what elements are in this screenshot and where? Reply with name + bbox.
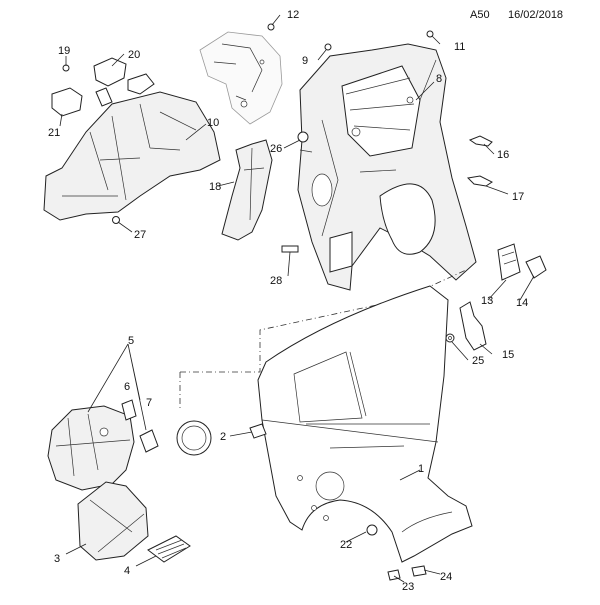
- part-fuel-door-2: [176, 420, 267, 456]
- part-bracket-15: [459, 301, 487, 351]
- part-plug-22: [366, 524, 378, 536]
- part-vent-4: [147, 535, 191, 563]
- callout-14: 14: [516, 297, 528, 309]
- callouts: 1 2 3 4 5 6 7 8 9 10 11 12 13 14 15 16 1…: [48, 9, 528, 593]
- diagram-code: A50: [470, 9, 490, 21]
- callout-1: 1: [418, 463, 424, 475]
- reference-panel-ghost: [199, 31, 283, 125]
- callout-12: 12: [287, 9, 299, 21]
- part-clip-27: [112, 216, 120, 224]
- part-clip-24: [411, 565, 427, 577]
- part-clip-12: [267, 23, 275, 31]
- part-panel-3: [77, 481, 149, 561]
- callout-24: 24: [440, 571, 452, 583]
- part-bracket-7: [139, 429, 159, 453]
- part-clip-11: [426, 30, 434, 38]
- callout-17: 17: [512, 191, 524, 203]
- part-bracket-20: [93, 57, 155, 95]
- callout-3: 3: [54, 553, 60, 565]
- callout-18: 18: [209, 181, 221, 193]
- part-quarter-outer: [257, 285, 473, 563]
- part-grommet-26: [297, 131, 309, 143]
- diagram-date: 16/02/2018: [508, 9, 563, 21]
- callout-8: 8: [436, 73, 442, 85]
- part-bracket-21: [51, 87, 83, 117]
- part-gusset-13: [497, 243, 521, 281]
- callout-23: 23: [402, 581, 414, 593]
- callout-27: 27: [134, 229, 146, 241]
- part-fastener-28: [281, 245, 299, 253]
- callout-5: 5: [128, 335, 134, 347]
- part-strip-17: [466, 175, 493, 187]
- leader-lines: [59, 14, 535, 583]
- callout-15: 15: [502, 349, 514, 361]
- part-bracket-6: [121, 399, 137, 421]
- part-bracket-14: [525, 255, 547, 279]
- callout-16: 16: [497, 149, 509, 161]
- callout-11: 11: [454, 41, 465, 53]
- part-pillar-reinforcement: [221, 139, 273, 241]
- part-wheelhouse-inner: [43, 87, 221, 221]
- callout-25: 25: [472, 355, 484, 367]
- callout-6: 6: [124, 381, 130, 393]
- part-strip-16: [468, 135, 493, 147]
- callout-13: 13: [481, 295, 493, 307]
- part-clip-9: [324, 43, 332, 51]
- callout-9: 9: [302, 55, 308, 67]
- callout-26: 26: [270, 143, 282, 155]
- part-inner-extension-5: [47, 405, 135, 491]
- callout-2: 2: [220, 431, 226, 443]
- part-nut-25: [445, 333, 455, 343]
- callout-4: 4: [124, 565, 130, 577]
- callout-7: 7: [146, 397, 152, 409]
- callout-10: 10: [207, 117, 219, 129]
- callout-28: 28: [270, 275, 282, 287]
- callout-22: 22: [340, 539, 352, 551]
- callout-19: 19: [58, 45, 70, 57]
- part-quarter-inner: [297, 43, 477, 291]
- callout-20: 20: [128, 49, 140, 61]
- callout-21: 21: [48, 127, 60, 139]
